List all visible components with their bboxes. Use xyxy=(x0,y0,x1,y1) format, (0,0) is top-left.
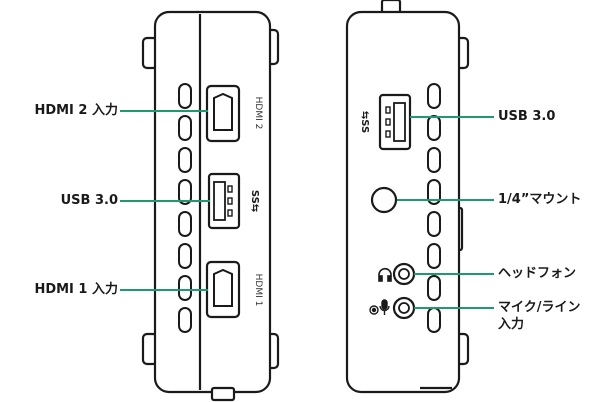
left-device-vents xyxy=(178,83,192,333)
right-device xyxy=(345,0,470,394)
left-device xyxy=(141,10,280,402)
right-device-body xyxy=(345,10,461,394)
callout-usb30-left: USB 3.0 xyxy=(60,193,118,208)
superspeed-logo-right: ⇆SS xyxy=(359,111,370,133)
hdmi1-port-label: HDMI 1 xyxy=(253,274,263,307)
callout-hdmi2-input: HDMI 2 入力 xyxy=(34,103,118,118)
hdmi1-port xyxy=(205,260,241,319)
callout-mic-line-input-line2: 入力 xyxy=(498,317,525,332)
callout-quarter-inch-mount: 1/4”マウント xyxy=(498,192,582,207)
callout-mic-line-input-line1: マイク/ライン xyxy=(498,300,581,315)
mic-line-jack xyxy=(392,296,416,320)
headphone-jack xyxy=(392,262,416,286)
superspeed-logo-left: SS⇆ xyxy=(249,190,260,212)
quarter-inch-mount xyxy=(370,186,398,214)
callout-usb30-right: USB 3.0 xyxy=(498,109,556,124)
usb-port-left xyxy=(207,172,241,230)
left-device-bottom-tab xyxy=(210,386,236,402)
leader-lines xyxy=(120,110,494,309)
usb-port-right xyxy=(378,93,412,151)
mic-line-icon xyxy=(369,299,390,315)
hdmi2-port-label: HDMI 2 xyxy=(253,97,263,130)
right-device-vents xyxy=(427,83,441,333)
hdmi2-port xyxy=(205,84,241,143)
headphone-icon xyxy=(378,267,392,282)
callout-hdmi1-input: HDMI 1 入力 xyxy=(34,282,118,297)
callout-headphone: ヘッドフォン xyxy=(498,266,577,281)
